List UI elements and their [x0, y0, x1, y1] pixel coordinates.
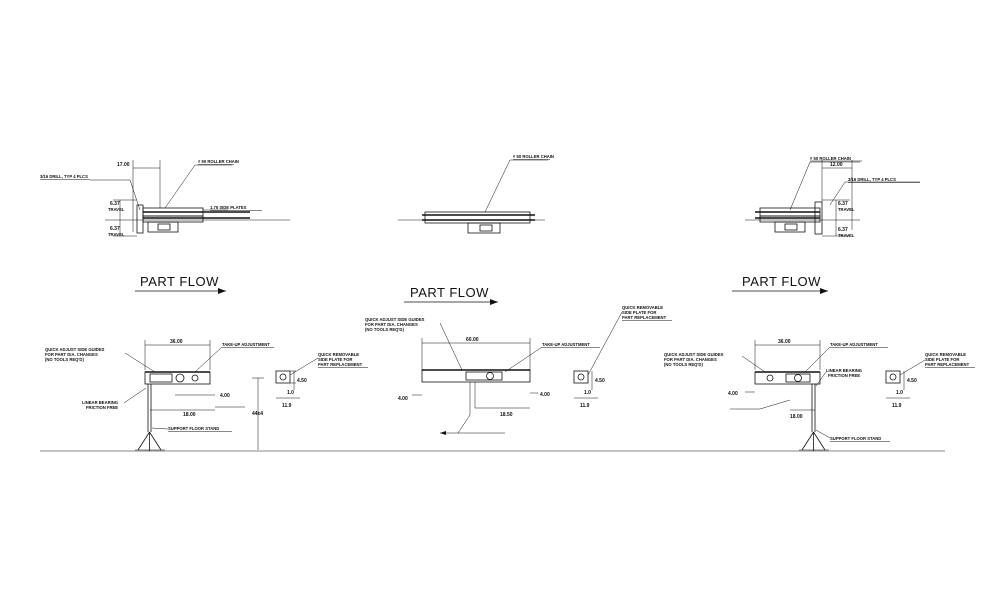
travel-label-bottom: TRAVEL [108, 232, 125, 237]
top-right-view: # 50 ROLLER CHAIN 12.00 3/16 DRILL, TYP … [745, 156, 920, 238]
bl-dim-119: 11.9 [282, 403, 292, 409]
bottom-left-view: 36.00 4.00 18.00 44±4 QUICK ADJUST SIDE … [45, 339, 368, 451]
br-dim-450: 4.50 [907, 378, 917, 384]
travel-dim-bottom: 6.37 [110, 226, 120, 232]
br-dim-119: 11.9 [892, 403, 902, 409]
br-remove-plate-2: SIDE PLATE FOR [925, 357, 959, 362]
bl-height-dim: 44±4 [252, 411, 263, 417]
right-roller-chain-label: # 50 ROLLER CHAIN [810, 156, 851, 161]
top-center-view: # 50 ROLLER CHAIN [398, 154, 554, 234]
right-travel-label-bottom: TRAVEL [838, 233, 855, 238]
right-travel-dim-bottom: 6.37 [838, 227, 848, 233]
right-travel-dim-top: 6.37 [838, 201, 848, 207]
br-remove-plate-1: QUICK REMOVABLE [925, 352, 966, 357]
center-roller-chain-label: # 50 ROLLER CHAIN [513, 154, 554, 159]
bl-side-guides-1: QUICK ADJUST SIDE GUIDES [45, 347, 105, 352]
br-side-guides-3: (NO TOOLS REQ'D) [664, 362, 703, 367]
bl-remove-plate-3: PART REPLACEMENT [318, 362, 363, 367]
br-linear-bearing-1: LINEAR BEARING [826, 368, 862, 373]
bl-dim-400: 4.00 [220, 393, 230, 399]
part-flow-left: PART FLOW [135, 274, 226, 294]
bc-dim-119: 11.9 [580, 403, 590, 409]
bc-remove-plate-3: PART REPLACEMENT [622, 315, 667, 320]
bl-remove-plate-1: QUICK REMOVABLE [318, 352, 359, 357]
bl-side-guides-2: FOR PART DIA. CHANGES [45, 352, 98, 357]
dim-12-00: 12.00 [830, 162, 843, 168]
part-flow-left-label: PART FLOW [140, 274, 219, 289]
bc-width-dim: 60.00 [466, 337, 479, 343]
bl-width-dim: 36.00 [170, 339, 183, 345]
travel-label-top: TRAVEL [108, 207, 125, 212]
bc-dim-450: 4.50 [595, 378, 605, 384]
bc-dim-small: 1.0 [584, 390, 591, 396]
br-dim-400: 4.00 [728, 391, 738, 397]
bottom-center-view: 60.00 4.00 4.00 18.50 QUICK ADJUST SIDE … [365, 305, 672, 435]
bc-remove-plate-2: SIDE PLATE FOR [622, 310, 656, 315]
side-plates-label: 1.75 SIDE PLATES [210, 205, 247, 210]
br-side-guides-2: FOR PART DIA. CHANGES [664, 357, 717, 362]
drill-label: 3/16 DRILL, TYP 4 PLCS [40, 174, 88, 179]
top-left-view: # 50 ROLLER CHAIN 3/16 DRILL, TYP 4 PLCS… [40, 159, 290, 237]
bc-dim-right: 4.00 [540, 392, 550, 398]
bl-side-guides-3: (NO TOOLS REQ'D) [45, 357, 84, 362]
dim-17-00: 17.00 [117, 162, 130, 168]
br-take-up: TAKE-UP ADJUSTMENT [830, 342, 878, 347]
part-flow-center: PART FLOW [404, 285, 498, 305]
bc-side-guides-3: (NO TOOLS REQ'D) [365, 327, 404, 332]
br-floor-stand: SUPPORT FLOOR STAND [830, 436, 881, 441]
bc-dim-left: 4.00 [398, 396, 408, 402]
br-dim-small: 1.0 [896, 390, 903, 396]
bl-dim-450: 4.50 [297, 378, 307, 384]
right-drill-label: 3/16 DRILL, TYP 4 PLCS [848, 177, 896, 182]
right-travel-label-top: TRAVEL [838, 207, 855, 212]
bl-linear-bearing-2: FRICTION FREE [86, 405, 118, 410]
bc-dim-1850: 18.50 [500, 412, 513, 418]
br-side-guides-1: QUICK ADJUST SIDE GUIDES [664, 352, 724, 357]
bl-floor-stand: SUPPORT FLOOR STAND [168, 426, 219, 431]
bl-dim-1800: 18.00 [183, 412, 196, 418]
roller-chain-label: # 50 ROLLER CHAIN [198, 159, 239, 164]
bc-side-guides-2: FOR PART DIA. CHANGES [365, 322, 418, 327]
part-flow-right: PART FLOW [732, 274, 828, 294]
bl-take-up: TAKE-UP ADJUSTMENT [222, 342, 270, 347]
br-linear-bearing-2: FRICTION FREE [828, 373, 860, 378]
br-dim-1800: 18.00 [790, 414, 803, 420]
part-flow-right-label: PART FLOW [742, 274, 821, 289]
bc-side-guides-1: QUICK ADJUST SIDE GUIDES [365, 317, 425, 322]
bl-dim-small: 1.0 [287, 390, 294, 396]
bottom-right-view: 36.00 4.00 18.00 QUICK ADJUST SIDE GUIDE… [664, 339, 975, 451]
bl-remove-plate-2: SIDE PLATE FOR [318, 357, 352, 362]
br-width-dim: 36.00 [778, 339, 791, 345]
br-remove-plate-3: PART REPLACEMENT [925, 362, 970, 367]
bl-linear-bearing-1: LINEAR BEARING [82, 400, 118, 405]
part-flow-center-label: PART FLOW [410, 285, 489, 300]
bc-take-up: TAKE-UP ADJUSTMENT [542, 342, 590, 347]
bc-remove-plate-1: QUICK REMOVABLE [622, 305, 663, 310]
travel-dim-top: 6.37 [110, 201, 120, 207]
